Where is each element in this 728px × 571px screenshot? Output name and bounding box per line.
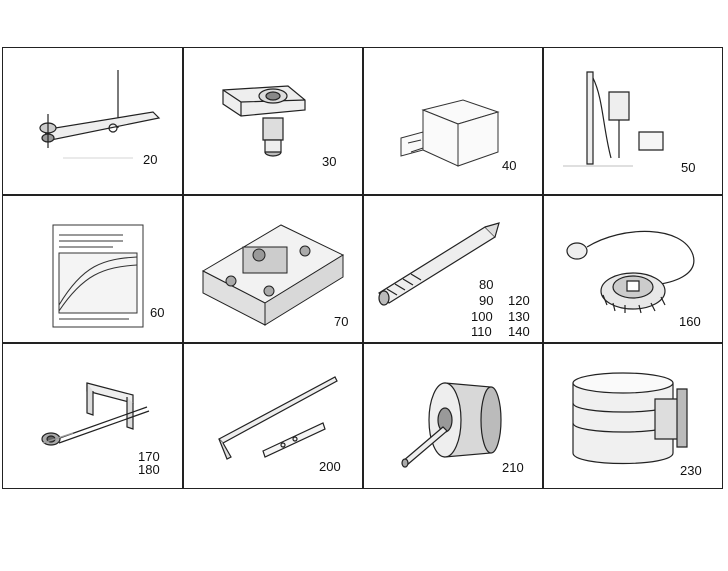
tool-cell-60: 60 xyxy=(3,195,182,342)
threaded-pin-icon xyxy=(363,195,542,342)
part-number: 40 xyxy=(502,158,517,173)
tool-cell-200: 200 xyxy=(183,343,362,490)
part-number: 140 xyxy=(508,324,530,339)
tool-cell-70: 70 xyxy=(183,195,362,342)
grid-divider xyxy=(3,194,722,196)
part-number: 160 xyxy=(679,314,701,329)
part-number: 20 xyxy=(143,152,158,167)
tool-cell-20: 20 xyxy=(3,48,182,194)
tool-cell-210: 210 xyxy=(363,343,542,490)
part-number: 130 xyxy=(508,309,530,324)
cylinder-roller-icon xyxy=(363,343,542,490)
grid-divider xyxy=(182,48,184,488)
tool-cell-80-140: 80 90 120 100 130 110 140 xyxy=(363,195,542,342)
hex-key-icon xyxy=(183,343,362,490)
tool-cell-40: 40 xyxy=(363,48,542,194)
grid-divider xyxy=(542,48,544,488)
part-number: 100 xyxy=(471,309,493,324)
part-number: 60 xyxy=(150,305,165,320)
gauge-block-icon xyxy=(363,48,542,194)
tool-cell-30: 30 xyxy=(183,48,362,194)
part-number: 200 xyxy=(319,459,341,474)
puller-tool-icon xyxy=(3,343,182,490)
part-number: 120 xyxy=(508,293,530,308)
part-number: 70 xyxy=(334,314,349,329)
part-number: 110 xyxy=(471,324,492,339)
compression-chart-card-icon xyxy=(3,195,182,342)
part-number: 30 xyxy=(322,154,337,169)
tool-cell-230: 230 xyxy=(543,343,724,490)
dial-indicator-stand-icon xyxy=(543,48,724,194)
part-number: 180 xyxy=(138,462,160,477)
part-number: 210 xyxy=(502,460,524,475)
tool-catalog-grid: 20 30 xyxy=(2,47,723,489)
clamp-block-icon xyxy=(183,48,362,194)
cable-sensor-icon xyxy=(543,195,724,342)
part-number: 170 xyxy=(138,449,160,464)
piston-ring-compressor-icon xyxy=(543,343,724,490)
part-number: 50 xyxy=(681,160,696,175)
tool-cell-50: 50 xyxy=(543,48,724,194)
tool-cell-170-180: 170 180 xyxy=(3,343,182,490)
valve-fixture-icon xyxy=(183,195,362,342)
grid-divider xyxy=(362,48,364,488)
torque-wrench-icon xyxy=(3,48,182,194)
grid-divider xyxy=(3,342,722,344)
part-number: 80 xyxy=(479,277,494,292)
tool-cell-160: 160 xyxy=(543,195,724,342)
part-number: 230 xyxy=(680,463,702,478)
part-number: 90 xyxy=(479,293,494,308)
